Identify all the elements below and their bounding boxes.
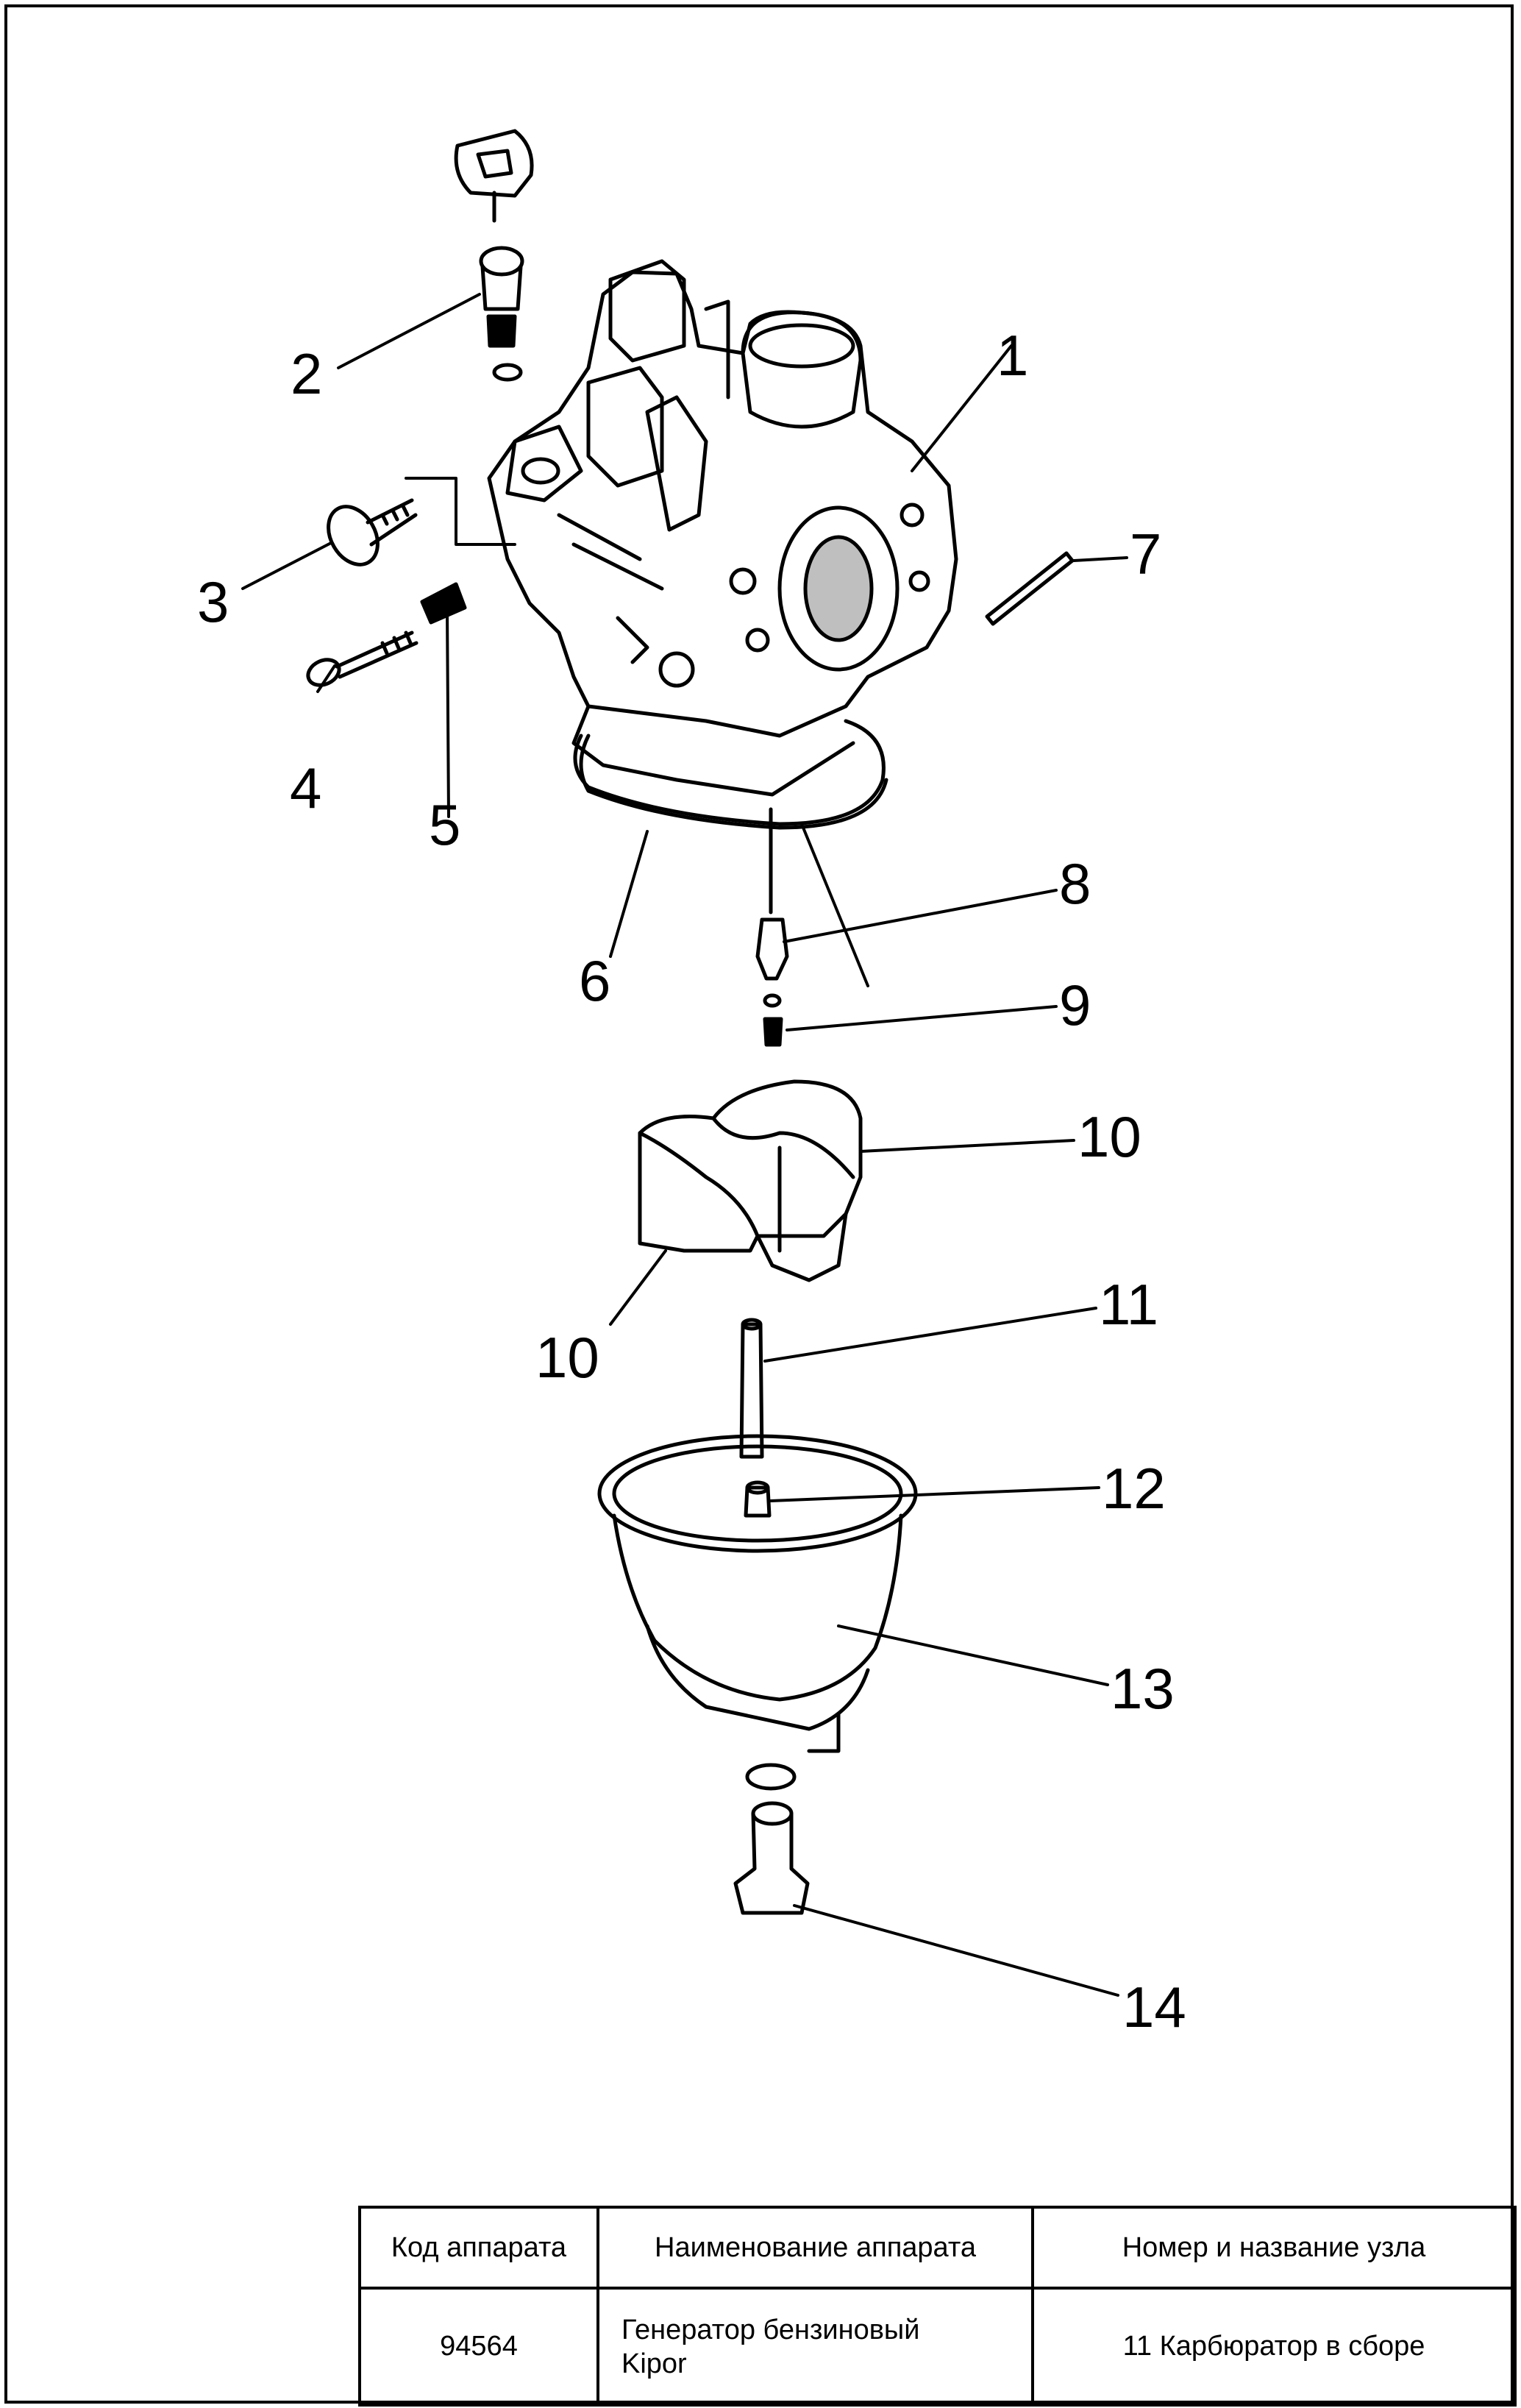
apparatus-name: Генератор бензиновый Kipor — [596, 2287, 1034, 2407]
assembly-name: 11 Карбюратор в сборе — [1031, 2287, 1517, 2407]
callout-13: 13 — [1111, 1656, 1175, 1721]
bowl-gasket-part — [579, 734, 888, 830]
float-bowl-part — [597, 1434, 918, 1753]
callout-12: 12 — [1102, 1456, 1166, 1521]
drain-screw-part — [733, 1763, 810, 1915]
idle-jet-part — [479, 246, 524, 382]
header-code: Код аппарата — [358, 2206, 599, 2290]
callout-5: 5 — [429, 792, 460, 857]
choke-knob-part — [454, 129, 534, 223]
carburetor-body-part — [487, 259, 958, 826]
header-name: Наименование аппарата — [596, 2206, 1034, 2290]
callout-11: 11 — [1099, 1272, 1158, 1337]
callout-6: 6 — [579, 948, 610, 1013]
spring-part — [420, 582, 467, 625]
callout-3: 3 — [197, 569, 229, 634]
callout-8: 8 — [1059, 851, 1091, 916]
mixture-screw-part — [306, 631, 418, 687]
float-part — [638, 1079, 863, 1282]
needle-valve-part — [755, 807, 789, 1047]
callout-4: 4 — [290, 756, 321, 820]
callout-10-upper: 10 — [1077, 1104, 1141, 1169]
float-pin-part — [985, 551, 1075, 626]
leader-lines — [241, 293, 1128, 1997]
main-jet-tube-part — [739, 1318, 764, 1459]
callout-14: 14 — [1122, 1975, 1186, 2039]
apparatus-name-line2: Kipor — [621, 2348, 687, 2379]
title-block: Код аппарата Наименование аппарата Номер… — [358, 2206, 1517, 2407]
apparatus-code: 94564 — [358, 2287, 599, 2407]
callout-7: 7 — [1130, 522, 1161, 586]
throttle-screw-part — [327, 498, 418, 567]
title-block-header-row: Код аппарата Наименование аппарата Номер… — [358, 2206, 1517, 2290]
callout-10-lower: 10 — [535, 1325, 599, 1390]
callout-1: 1 — [997, 323, 1028, 388]
title-block-data-row: 94564 Генератор бензиновый Kipor 11 Карб… — [358, 2287, 1517, 2407]
apparatus-name-line1: Генератор бензиновый — [621, 2314, 920, 2345]
callout-2: 2 — [291, 341, 322, 406]
header-assembly: Номер и название узла — [1031, 2206, 1517, 2290]
callout-9: 9 — [1059, 973, 1091, 1037]
